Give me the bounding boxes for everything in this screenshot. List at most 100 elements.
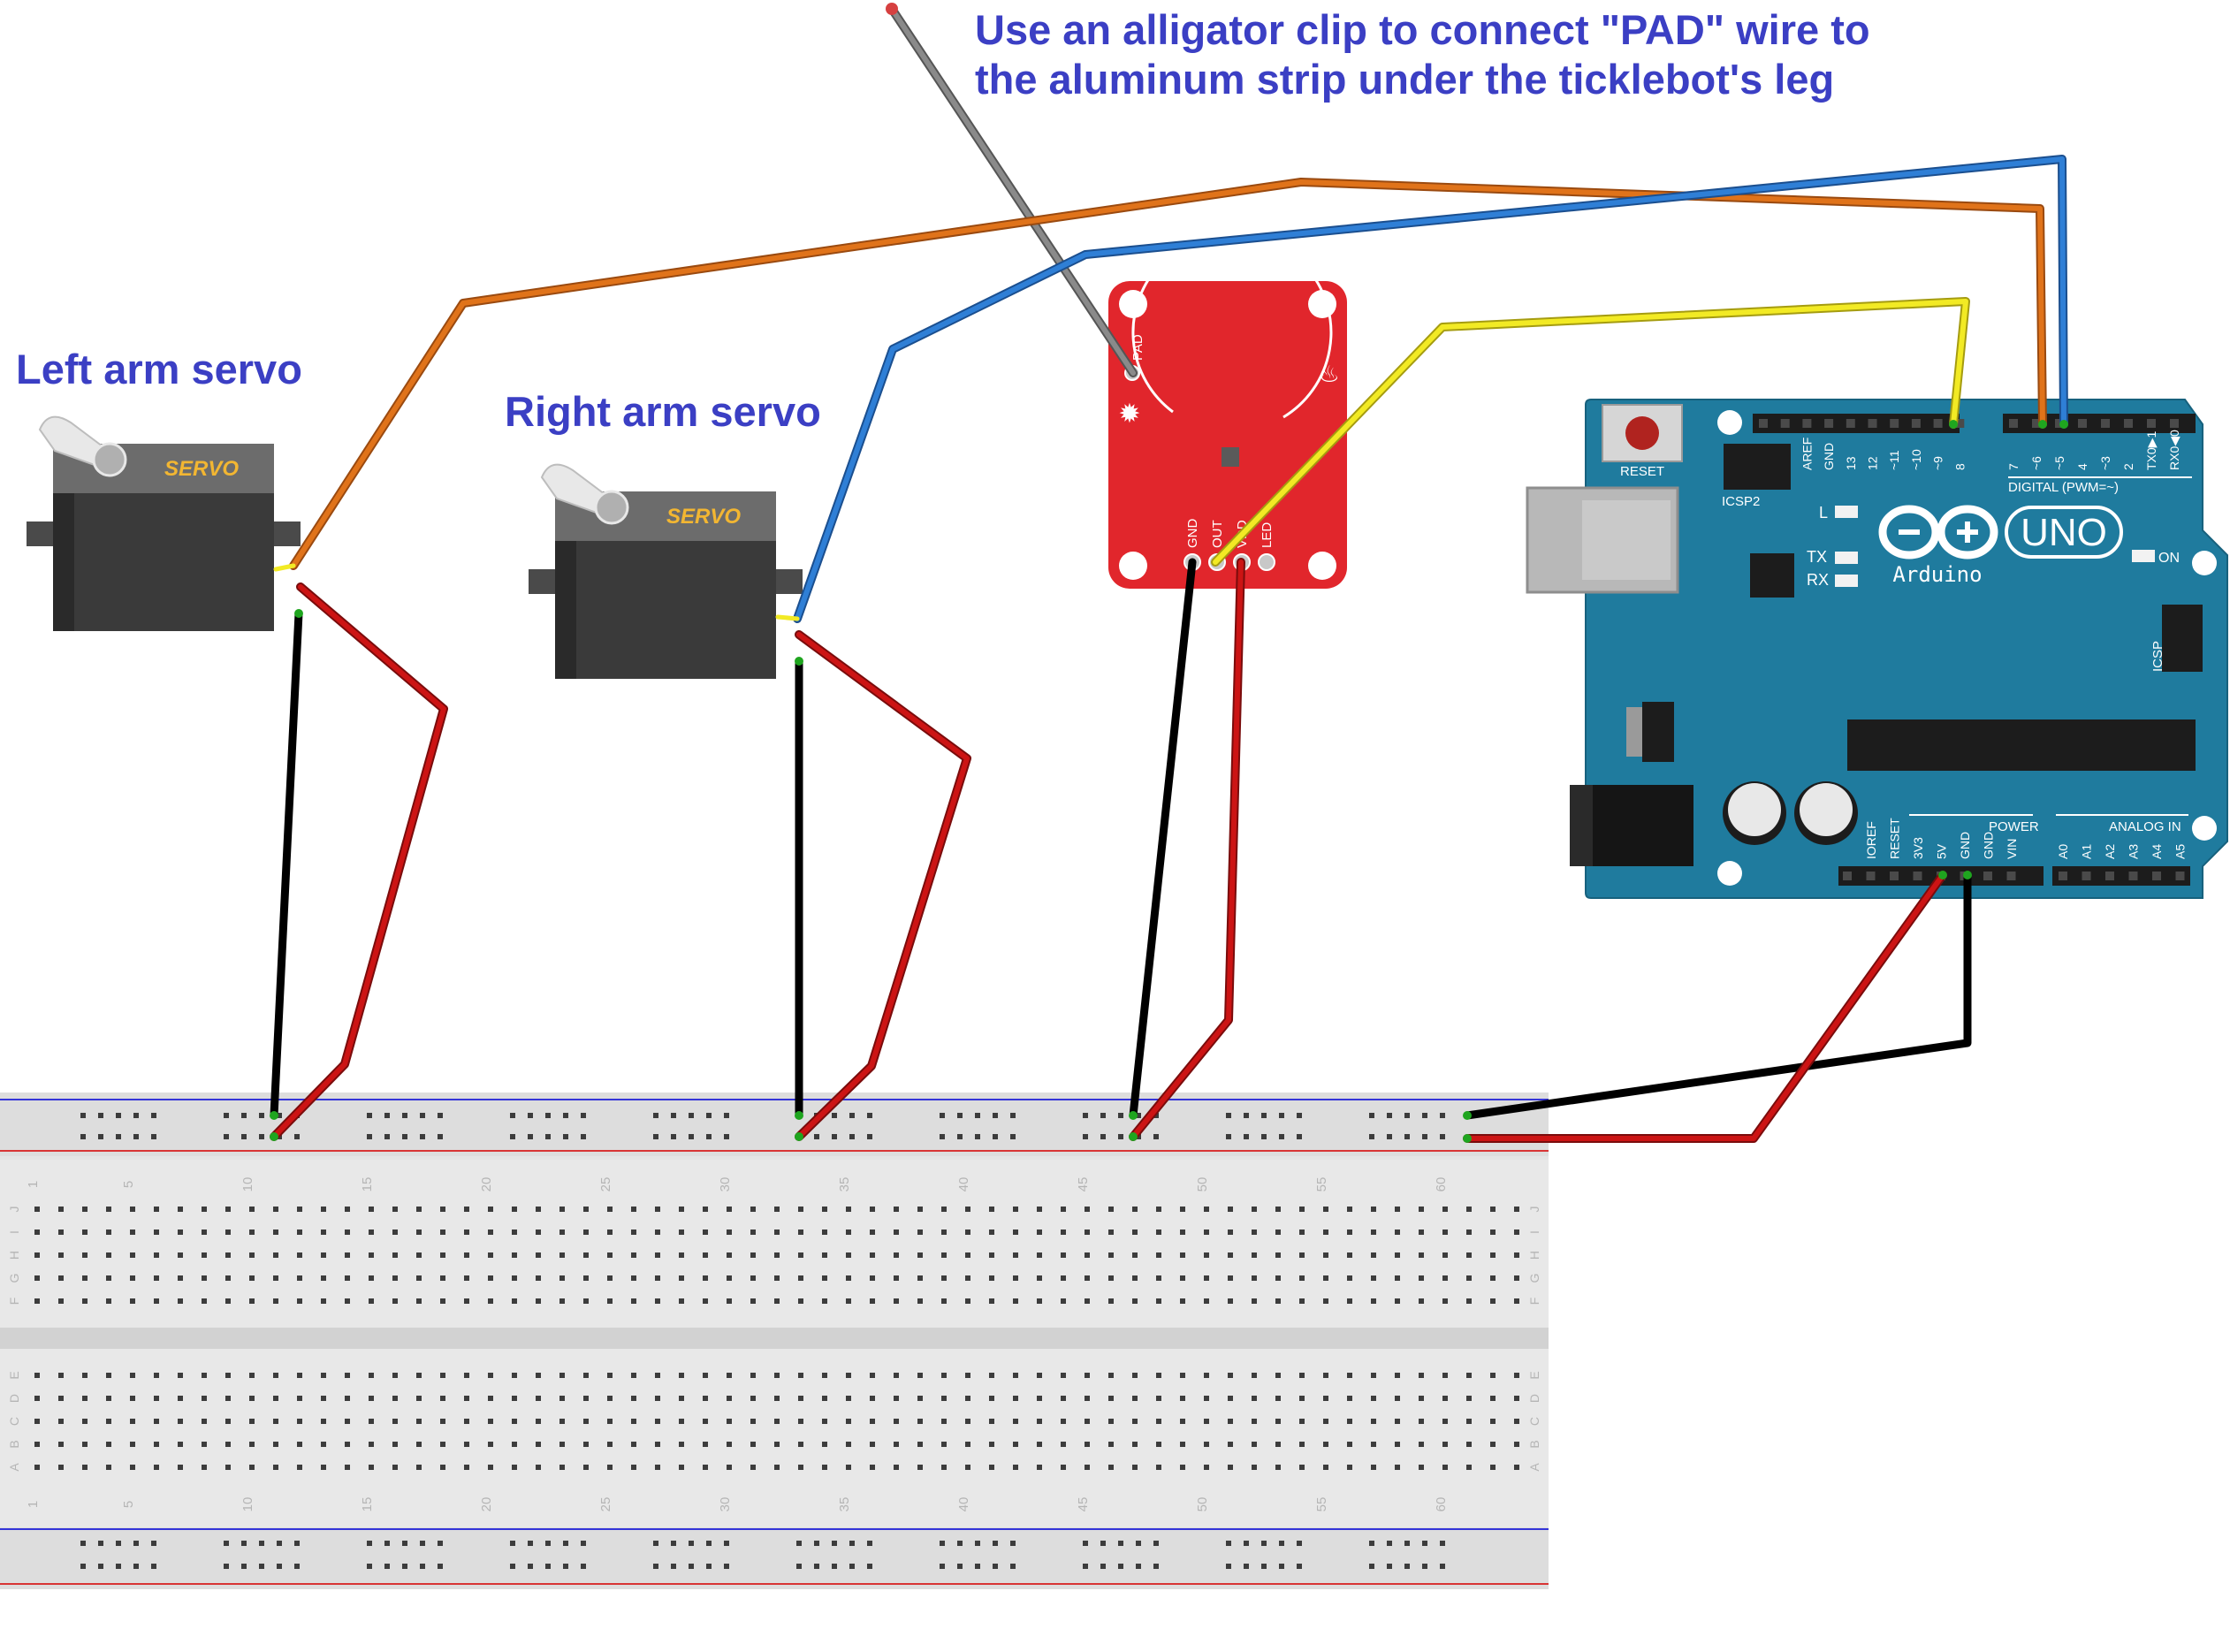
pad-wire-end (886, 3, 898, 15)
breadboard-hole (1180, 1419, 1185, 1424)
breadboard-hole (559, 1396, 565, 1401)
row-letter: I (7, 1230, 21, 1234)
endpoint (1129, 1132, 1138, 1141)
column-number: 5 (121, 1501, 136, 1508)
terminal-holes (34, 1207, 1519, 1470)
breadboard-hole (894, 1442, 899, 1447)
breadboard-hole (1347, 1442, 1352, 1447)
breadboard-hole (1299, 1207, 1305, 1212)
breadboard-hole (655, 1275, 660, 1281)
wire-red-left-servo-core (271, 584, 446, 1139)
rail-hole (671, 1134, 676, 1139)
breadboard-hole (1085, 1465, 1090, 1470)
rail-hole (528, 1564, 533, 1569)
breadboard-hole (917, 1252, 923, 1258)
capacitor-top (1728, 783, 1781, 836)
breadboard-hole (1347, 1252, 1352, 1258)
breadboard-hole (464, 1465, 469, 1470)
reset-button-cap[interactable] (1625, 416, 1659, 450)
breadboard-hole (1419, 1207, 1424, 1212)
breadboard-hole (154, 1396, 159, 1401)
breadboard-hole (1061, 1396, 1066, 1401)
breadboard-hole (917, 1275, 923, 1281)
capacitor-top (1800, 783, 1853, 836)
breadboard-hole (130, 1275, 135, 1281)
breadboard-hole (1108, 1298, 1114, 1304)
endpoint (1463, 1111, 1472, 1120)
power-rail-bottom (0, 1527, 1549, 1589)
digital-pin-label: AREF (1800, 438, 1814, 470)
breadboard-hole (225, 1442, 231, 1447)
rail-hole (671, 1113, 676, 1118)
rail-hole (940, 1564, 945, 1569)
rail-hole (1083, 1564, 1088, 1569)
breadboard-hole (369, 1207, 374, 1212)
breadboard-hole (1371, 1252, 1376, 1258)
rail-hole (563, 1564, 568, 1569)
servo-lead-left (273, 563, 296, 572)
rail-hole (545, 1541, 551, 1546)
servo-body-shade (555, 541, 576, 679)
rail-hole (510, 1541, 515, 1546)
analog-pin-label: A1 (2080, 844, 2094, 859)
breadboard-hole (1204, 1396, 1209, 1401)
rail-hole (510, 1564, 515, 1569)
rail-hole (367, 1134, 372, 1139)
breadboard-hole (130, 1396, 135, 1401)
rail-hole (98, 1541, 103, 1546)
digital-pin-label: RX0◀0 (2167, 430, 2181, 470)
breadboard-hole (1275, 1442, 1281, 1447)
breadboard-hole (1490, 1207, 1496, 1212)
column-number: 30 (718, 1497, 733, 1512)
breadboard-hole (679, 1465, 684, 1470)
breadboard-hole (273, 1229, 278, 1235)
rail-hole (1010, 1564, 1016, 1569)
breadboard-hole (1514, 1298, 1519, 1304)
breadboard-hole (1466, 1373, 1472, 1378)
breadboard-hole (178, 1252, 183, 1258)
column-number: 1 (26, 1181, 41, 1188)
header-hole (1846, 419, 1855, 428)
breadboard-hole (536, 1298, 541, 1304)
breadboard-hole (1442, 1442, 1448, 1447)
breadboard-hole (1395, 1298, 1400, 1304)
wire-black-arduino-gnd (1463, 871, 1972, 1120)
breadboard-hole (1228, 1275, 1233, 1281)
breadboard-hole (679, 1275, 684, 1281)
breadboard-hole (154, 1298, 159, 1304)
rail-hole (867, 1541, 872, 1546)
breadboard-hole (58, 1373, 64, 1378)
breadboard-hole (536, 1252, 541, 1258)
breadboard-hole (1442, 1275, 1448, 1281)
column-number: 10 (240, 1177, 255, 1192)
breadboard-hole (774, 1275, 780, 1281)
analog-pin-label: A5 (2173, 844, 2188, 859)
row-letter: D (7, 1394, 21, 1403)
header-hole (2105, 872, 2114, 880)
rail-hole (993, 1134, 998, 1139)
breadboard-hole (1228, 1373, 1233, 1378)
rail-hole (689, 1564, 694, 1569)
rail-hole (528, 1541, 533, 1546)
breadboard-hole (130, 1419, 135, 1424)
breadboard-hole (321, 1419, 326, 1424)
column-number: 45 (1076, 1177, 1091, 1192)
breadboard-hole (416, 1207, 422, 1212)
breadboard-hole (1371, 1207, 1376, 1212)
breadboard-hole (345, 1396, 350, 1401)
breadboard-hole (249, 1465, 255, 1470)
digital-pin-label: ~11 (1887, 450, 1901, 470)
breadboard-hole (1323, 1419, 1328, 1424)
rail-hole (563, 1541, 568, 1546)
breadboard-hole (106, 1373, 111, 1378)
breadboard-hole (1299, 1229, 1305, 1235)
breadboard-hole (1013, 1419, 1018, 1424)
endpoint (270, 1132, 278, 1141)
breadboard-hole (416, 1396, 422, 1401)
rail-hole (1440, 1134, 1445, 1139)
breadboard-hole (1013, 1396, 1018, 1401)
rail-hole (1136, 1113, 1141, 1118)
breadboard-hole (536, 1465, 541, 1470)
breadboard-hole (727, 1275, 732, 1281)
